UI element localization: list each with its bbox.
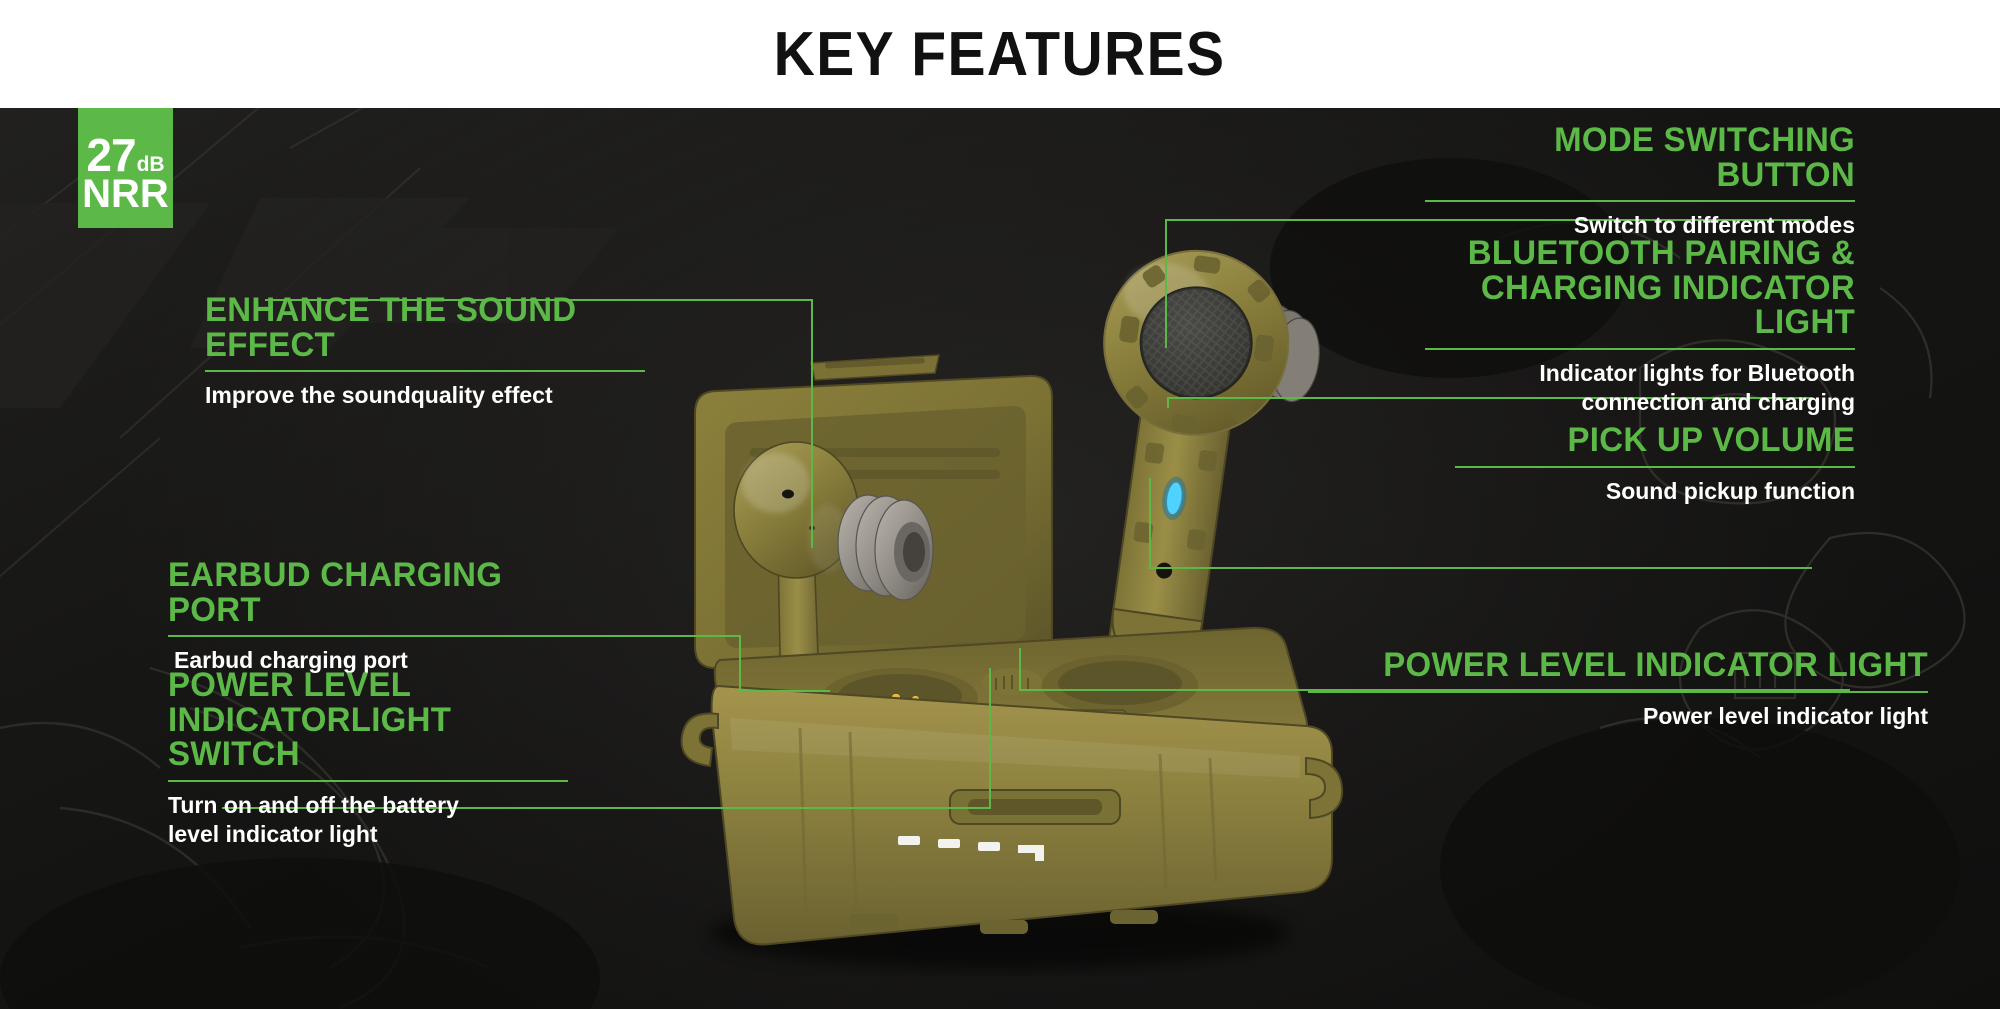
feature-stage: L (0, 108, 2000, 1009)
callout-rule (168, 780, 568, 783)
callout-rule (1308, 690, 1928, 693)
title-bar: KEY FEATURES (0, 0, 2000, 108)
callout-title: MODE SWITCHING BUTTON (1554, 121, 1855, 194)
callout-mode-switching-button: MODE SWITCHING BUTTON Switch to differen… (1425, 123, 1855, 240)
callout-title: POWER LEVEL INDICATOR LIGHT (1383, 646, 1928, 684)
nrr-value: 27 (86, 128, 136, 181)
callout-rule (205, 370, 645, 373)
callout-title: BLUETOOTH PAIRING & CHARGING INDICATOR L… (1467, 234, 1855, 342)
callout-title: POWER LEVEL INDICATORLIGHT SWITCH (168, 666, 452, 774)
callout-subtitle: Sound pickup function (1605, 477, 1855, 504)
nrr-label: NRR (82, 172, 169, 216)
callout-title: ENHANCE THE SOUND EFFECT (205, 291, 577, 364)
callout-rule (1425, 200, 1855, 203)
product-image: L (600, 198, 1400, 988)
nrr-badge: 27 dB NRR (78, 108, 173, 228)
callout-rule (1455, 465, 1855, 468)
callout-enhance-sound-effect: ENHANCE THE SOUND EFFECT Improve the sou… (205, 293, 645, 410)
callout-subtitle: Improve the soundquality effect (205, 382, 553, 409)
callout-title: EARBUD CHARGING PORT (168, 556, 503, 629)
callout-rule (1425, 348, 1855, 351)
right-earbud (1103, 249, 1320, 667)
callout-earbud-charging-port: EARBUD CHARGING PORT Earbud charging por… (168, 558, 568, 675)
callout-subtitle: Power level indicator light (1642, 702, 1928, 729)
callout-title: PICK UP VOLUME (1567, 421, 1855, 459)
callout-pick-up-volume: PICK UP VOLUME Sound pickup function (1455, 423, 1855, 505)
callout-subtitle: Turn on and off the battery level indica… (168, 792, 459, 847)
callout-subtitle: Indicator lights for Bluetooth connectio… (1539, 360, 1855, 415)
callout-bluetooth-pairing-charging-indicator-light: BLUETOOTH PAIRING & CHARGING INDICATOR L… (1425, 236, 1855, 417)
callout-power-level-indicator-light-switch: POWER LEVEL INDICATORLIGHT SWITCH Turn o… (168, 668, 568, 849)
callout-power-level-indicator-light: POWER LEVEL INDICATOR LIGHT Power level … (1308, 648, 1928, 730)
callout-rule (168, 635, 568, 638)
page-title: KEY FEATURES (774, 19, 1226, 89)
